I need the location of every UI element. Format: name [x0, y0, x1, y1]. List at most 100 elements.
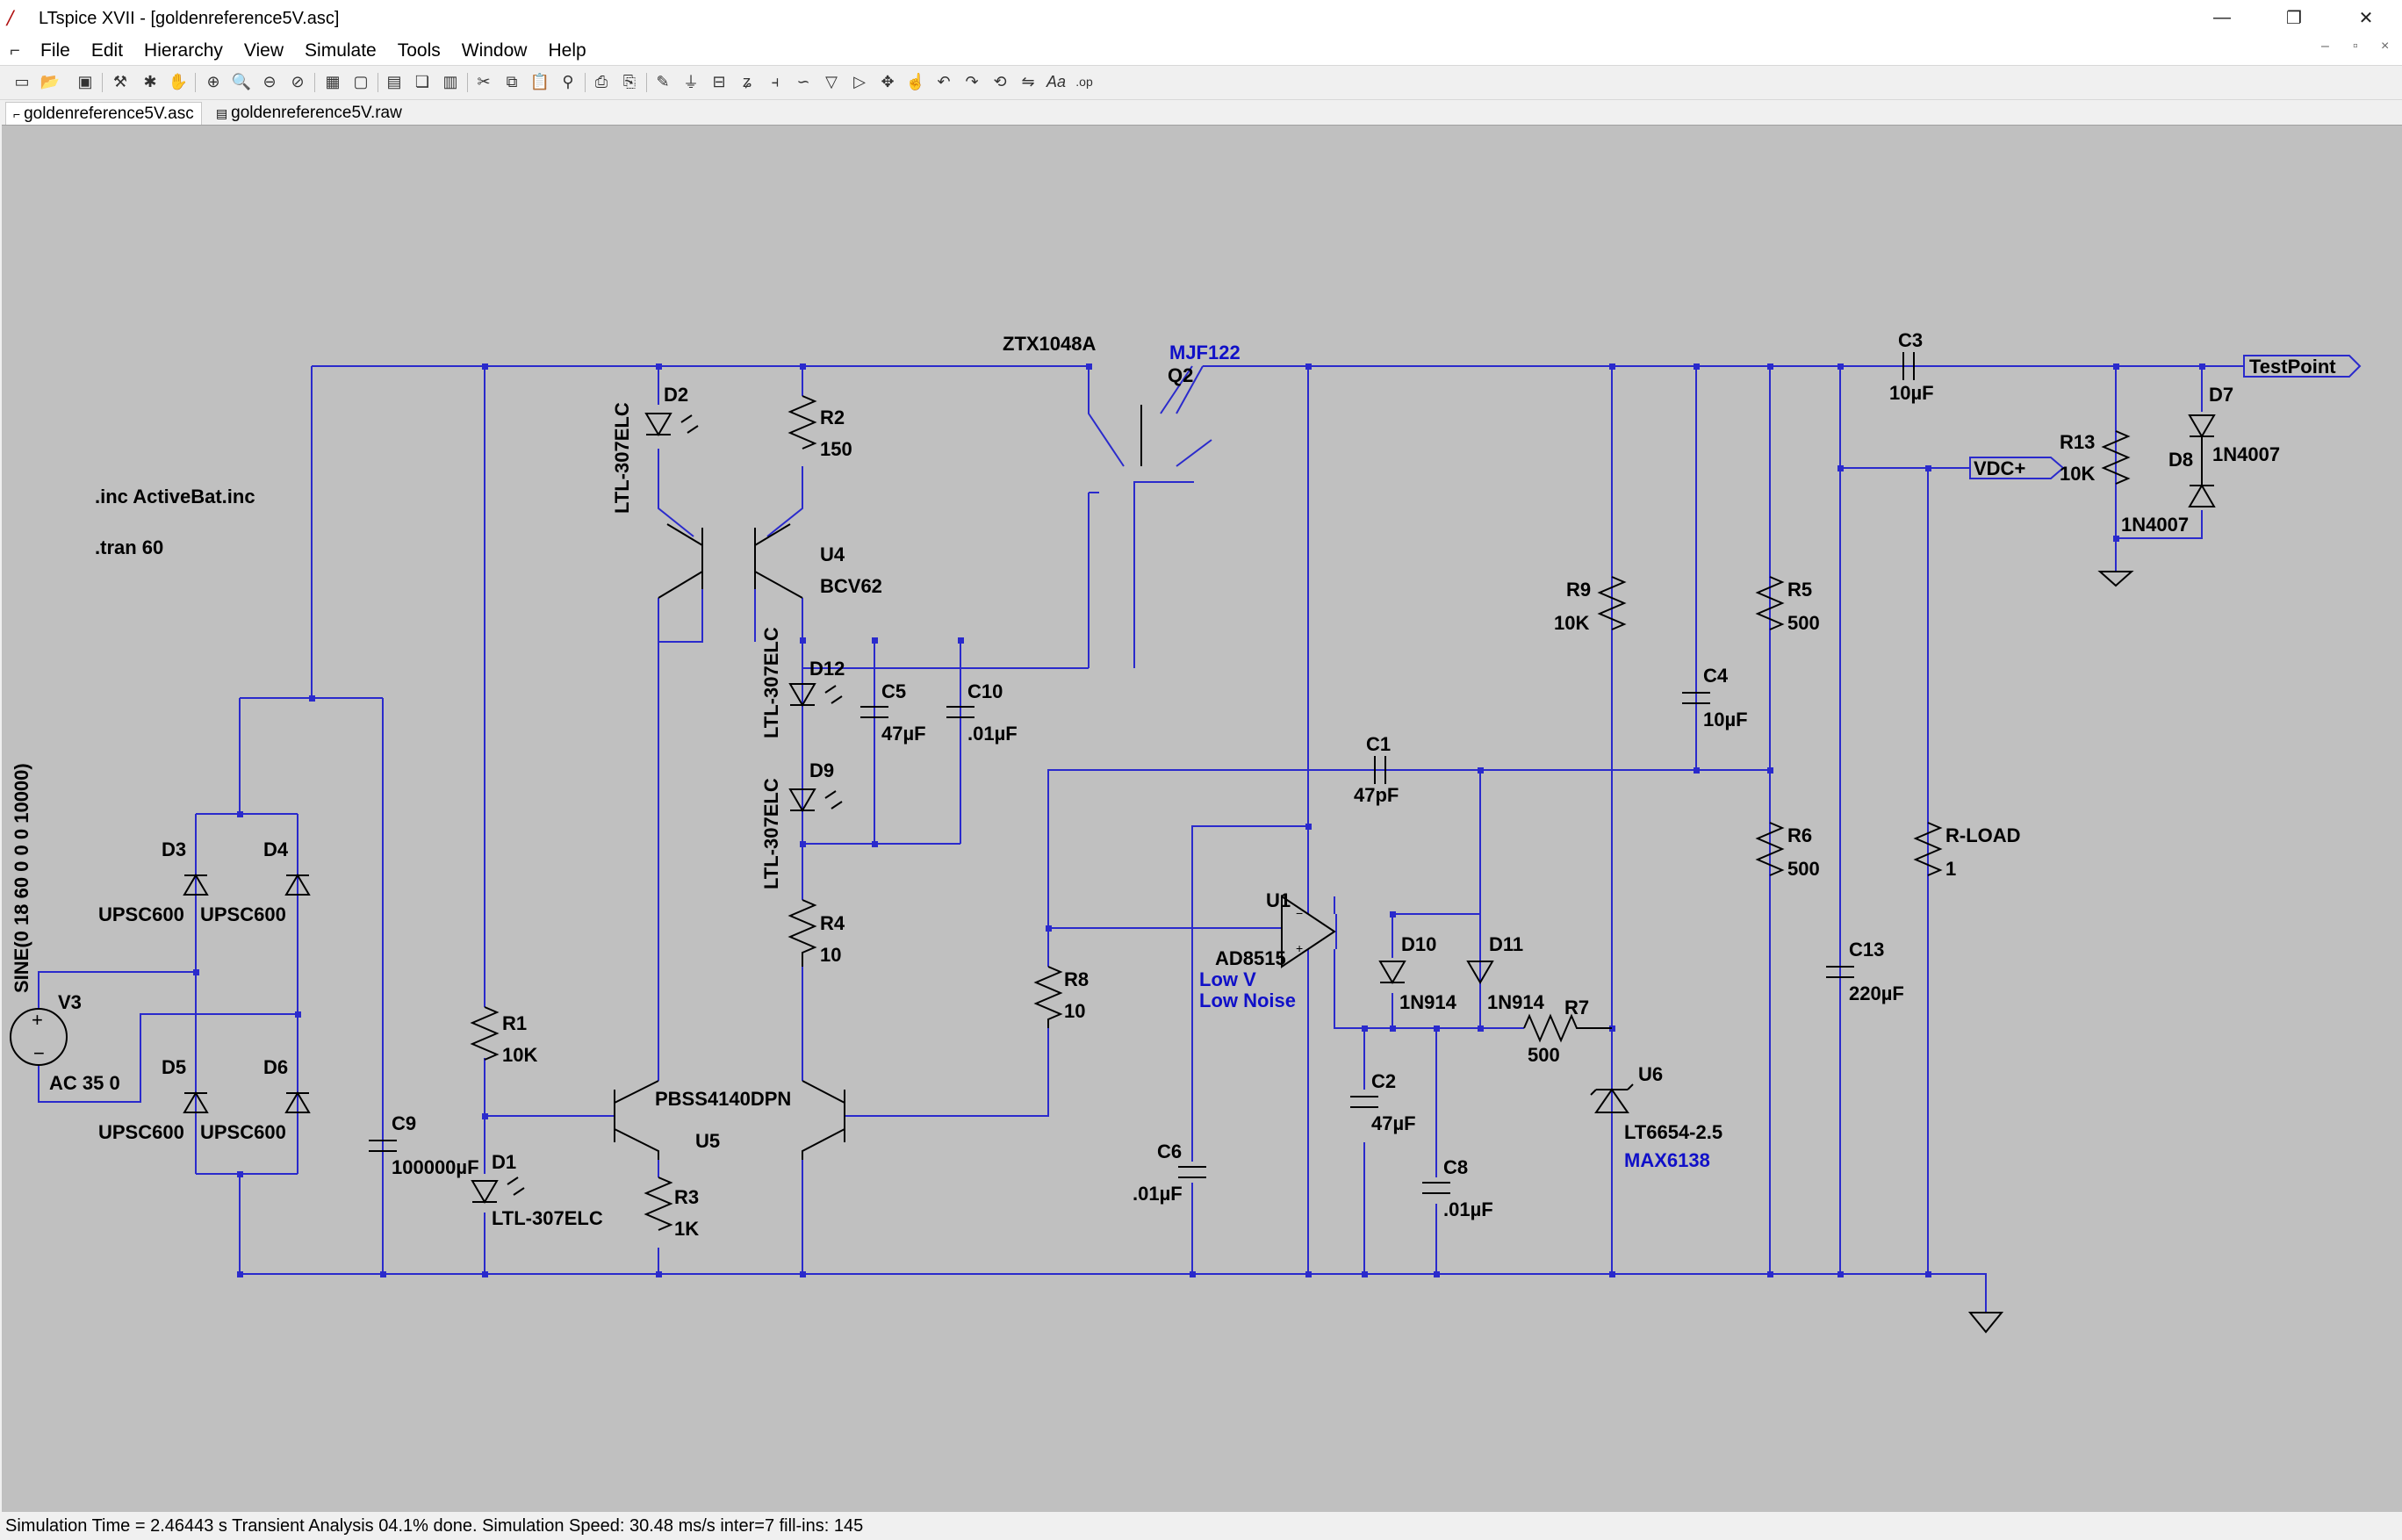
inductor-icon[interactable]: ∽ [796, 72, 810, 90]
close-button[interactable]: ✕ [2358, 8, 2374, 28]
d2-value[interactable]: LTL-307ELC [611, 402, 633, 514]
ground-icon[interactable]: ⏚ [683, 74, 699, 91]
autorange-icon[interactable]: ▦ [325, 72, 341, 90]
menu-simulate[interactable]: Simulate [305, 40, 377, 61]
v3-value[interactable]: SINE(0 18 60 0 0 0 10000) [11, 763, 32, 993]
q2-name[interactable]: Q2 [1168, 364, 1193, 386]
d10-value[interactable]: 1N914 [1399, 991, 1457, 1013]
d1-name[interactable]: D1 [492, 1151, 516, 1173]
d6-name[interactable]: D6 [263, 1056, 288, 1078]
c8-value[interactable]: .01µF [1443, 1198, 1493, 1220]
d7-name[interactable]: D7 [2209, 384, 2233, 406]
net-label-vdc[interactable]: VDC+ [1974, 457, 2025, 479]
r8-value[interactable]: 10 [1064, 1000, 1085, 1022]
c10-name[interactable]: C10 [967, 680, 1003, 702]
d5-name[interactable]: D5 [162, 1056, 186, 1078]
delete-traces-icon[interactable]: ▢ [353, 72, 369, 90]
c3-name[interactable]: C3 [1898, 329, 1923, 351]
c1-name[interactable]: C1 [1366, 733, 1391, 755]
mdi-restore-button[interactable]: ▫ [2353, 39, 2358, 54]
d8-name[interactable]: D8 [2168, 449, 2193, 471]
d3-name[interactable]: D3 [162, 838, 186, 860]
menu-help[interactable]: Help [548, 40, 586, 61]
u6-name[interactable]: U6 [1638, 1063, 1663, 1085]
d9-value[interactable]: LTL-307ELC [760, 778, 782, 889]
r1-value[interactable]: 10K [502, 1044, 537, 1066]
run-icon[interactable]: ✱ [143, 72, 157, 90]
menu-hierarchy[interactable]: Hierarchy [144, 40, 223, 61]
cascade-icon[interactable]: ❏ [414, 72, 430, 90]
restore-button[interactable]: ❐ [2286, 8, 2302, 28]
c4-value[interactable]: 10µF [1703, 709, 1748, 730]
c9-value[interactable]: 100000µF [392, 1156, 479, 1178]
r4-name[interactable]: R4 [820, 912, 845, 934]
r7-value[interactable]: 500 [1528, 1044, 1560, 1066]
schematic-drawing[interactable]: + − [2, 126, 2402, 1512]
u4-name[interactable]: U4 [820, 543, 845, 565]
redo-icon[interactable]: ↷ [965, 72, 979, 90]
label-net-icon[interactable]: ⊟ [712, 72, 726, 90]
drag-icon[interactable]: ☝ [905, 72, 926, 90]
u1-value[interactable]: AD8515 [1215, 947, 1286, 969]
u6-value[interactable]: LT6654-2.5 [1624, 1121, 1722, 1143]
r3-value[interactable]: 1K [674, 1218, 699, 1240]
d2-name[interactable]: D2 [664, 384, 688, 406]
d12-name[interactable]: D12 [809, 658, 845, 680]
q2-overlap-label[interactable]: ZTX1048A [1003, 333, 1096, 355]
text-icon[interactable]: Aa [1046, 72, 1067, 90]
menu-tools[interactable]: Tools [397, 40, 441, 61]
c13-value[interactable]: 220µF [1849, 982, 1904, 1004]
r4-value[interactable]: 10 [820, 944, 841, 966]
menu-window[interactable]: Window [461, 40, 528, 61]
menu-edit[interactable]: Edit [90, 40, 124, 61]
r8-name[interactable]: R8 [1064, 968, 1089, 990]
u6-value2[interactable]: MAX6138 [1624, 1149, 1710, 1171]
c6-value[interactable]: .01µF [1133, 1183, 1183, 1205]
move-icon[interactable]: ✥ [881, 72, 895, 90]
d1-value[interactable]: LTL-307ELC [492, 1207, 603, 1229]
u1-name[interactable]: U1 [1266, 889, 1291, 911]
r13-value[interactable]: 10K [2060, 463, 2095, 485]
d11-name[interactable]: D11 [1489, 933, 1523, 955]
c5-value[interactable]: 47µF [881, 723, 926, 745]
mdi-close-button[interactable]: × [2381, 39, 2390, 54]
zoom-out-icon[interactable]: ⊖ [262, 72, 277, 90]
d5-value[interactable]: UPSC600 [98, 1121, 184, 1143]
d6-value[interactable]: UPSC600 [200, 1121, 286, 1143]
component-icon[interactable]: ▷ [853, 72, 866, 90]
menu-view[interactable]: View [243, 40, 284, 61]
tile-vertical-icon[interactable]: ▥ [442, 72, 458, 90]
r5-value[interactable]: 500 [1787, 612, 1820, 634]
d10-name[interactable]: D10 [1401, 933, 1436, 955]
r9-value[interactable]: 10K [1554, 612, 1589, 634]
d11-value[interactable]: 1N914 [1487, 991, 1545, 1013]
save-icon[interactable]: ▣ [77, 72, 93, 90]
d12-value[interactable]: LTL-307ELC [760, 627, 782, 738]
diode-icon[interactable]: ▽ [825, 72, 838, 90]
c9-name[interactable]: C9 [392, 1112, 416, 1134]
print-setup-icon[interactable]: ⎘ [622, 72, 636, 90]
c8-name[interactable]: C8 [1443, 1156, 1468, 1178]
rotate-icon[interactable]: ⟲ [993, 72, 1007, 90]
r2-value[interactable]: 150 [820, 438, 852, 460]
c2-value[interactable]: 47µF [1371, 1112, 1416, 1134]
spice-directive-icon[interactable]: .op [1075, 75, 1093, 89]
d4-value[interactable]: UPSC600 [200, 903, 286, 925]
c2-name[interactable]: C2 [1371, 1070, 1396, 1092]
r6-value[interactable]: 500 [1787, 858, 1820, 880]
d4-name[interactable]: D4 [263, 838, 289, 860]
r2-name[interactable]: R2 [820, 407, 845, 428]
draw-wire-icon[interactable]: ✎ [656, 72, 670, 90]
v3-name[interactable]: V3 [58, 991, 82, 1013]
ltspice-icon[interactable]: / [7, 5, 14, 31]
zoom-in-icon[interactable]: ⊕ [206, 72, 220, 90]
directive-tran[interactable]: .tran 60 [95, 536, 163, 558]
undo-icon[interactable]: ↶ [937, 72, 951, 90]
c13-name[interactable]: C13 [1849, 939, 1884, 961]
schematic-canvas[interactable]: + − [2, 125, 2402, 1512]
schematic-doc-icon[interactable]: ⌐ [10, 40, 20, 61]
r9-name[interactable]: R9 [1566, 579, 1591, 601]
pan-icon[interactable]: ✋ [168, 72, 189, 90]
c1-value[interactable]: 47pF [1354, 784, 1399, 806]
control-panel-icon[interactable]: ⚒ [112, 72, 128, 90]
